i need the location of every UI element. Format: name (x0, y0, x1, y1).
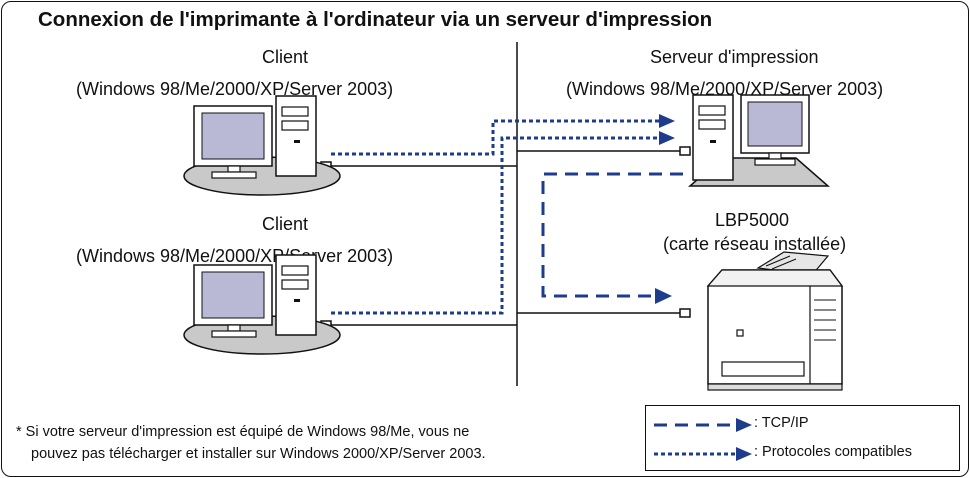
client1-name: Client (262, 47, 309, 67)
printer-detail: (carte réseau installée) (663, 234, 847, 254)
legend-tcpip-line (654, 418, 752, 432)
client2-name: Client (262, 214, 309, 234)
footnote-line1: * Si votre serveur d'impression est équi… (16, 424, 470, 440)
client2-protocol-path (331, 136, 660, 315)
tcpip-arrowhead (655, 288, 672, 304)
client1-protocol-arrowhead (659, 114, 675, 128)
footnote: * Si votre serveur d'impression est équi… (16, 421, 486, 465)
server-port (679, 146, 691, 156)
tcpip-path (541, 172, 683, 298)
legend-swatches (654, 418, 752, 461)
legend-tcpip-label: : TCP/IP (754, 415, 809, 431)
client1-computer-icon (183, 95, 341, 196)
printer-icon (706, 251, 844, 391)
server-computer-icon (688, 94, 830, 187)
server-name: Serveur d'impression (650, 47, 819, 67)
legend-box: : TCP/IP : Protocoles compatibles (645, 405, 960, 471)
printer-name: LBP5000 (715, 210, 790, 230)
legend-compatible-label: : Protocoles compatibles (754, 444, 912, 460)
server-os: (Windows 98/Me/2000/XP/Server 2003) (566, 79, 884, 99)
printer-port (679, 308, 691, 318)
legend-compatible-line (654, 447, 752, 461)
client2-protocol-arrowhead (659, 131, 675, 145)
client1-os: (Windows 98/Me/2000/XP/Server 2003) (76, 79, 394, 99)
footnote-line2: pouvez pas télécharger et installer sur … (31, 446, 486, 462)
diagram-title: Connexion de l'imprimante à l'ordinateur… (38, 8, 713, 31)
client1-protocol-path (331, 119, 660, 156)
client2-computer-icon (183, 254, 341, 355)
